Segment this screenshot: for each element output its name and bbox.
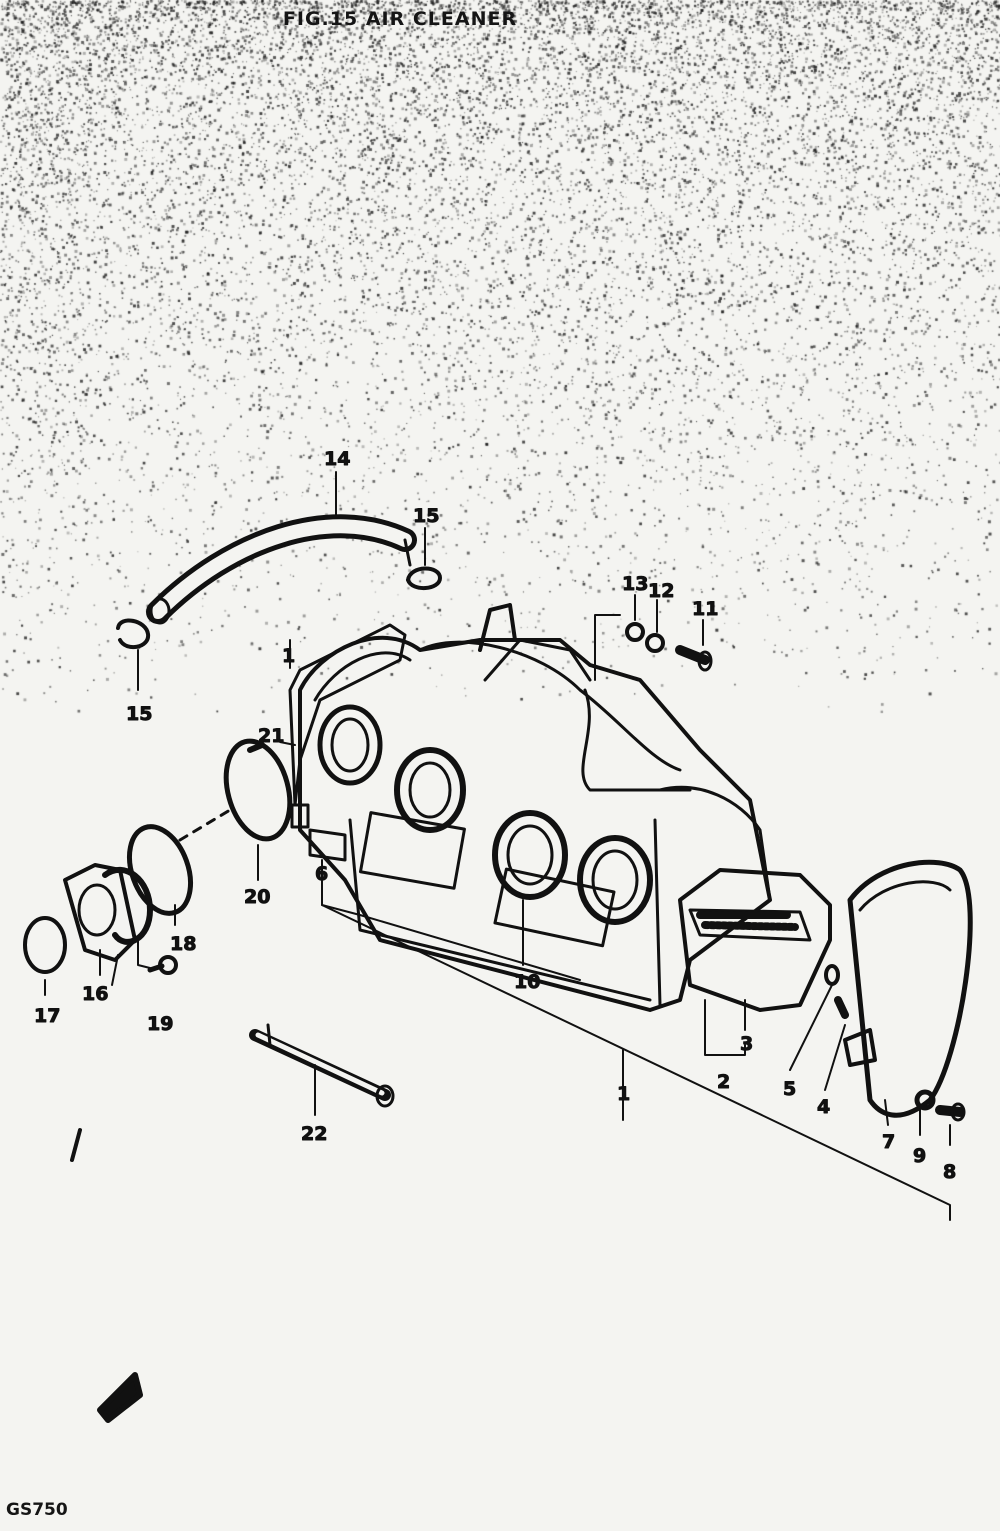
- callout-1-lower: 1: [617, 1083, 630, 1105]
- callout-1-upper: 1: [282, 645, 295, 667]
- callout-labels: 14 15 15 13 12 11 1 21 20 6 18 16 17 19 …: [34, 448, 957, 1184]
- callout-13: 13: [622, 573, 648, 595]
- screw-19: [147, 955, 178, 975]
- leader-line-21: [279, 741, 296, 746]
- callout-11: 11: [692, 598, 718, 620]
- leader-line-1-assembly: [321, 904, 951, 1221]
- model-label: GS750: [6, 1500, 68, 1520]
- breather-hose: [146, 514, 417, 625]
- leader-line-7: [884, 1099, 889, 1126]
- callout-4: 4: [817, 1096, 830, 1118]
- leader-line-6: [321, 859, 581, 981]
- callout-14: 14: [324, 448, 350, 470]
- leader-line-19: [137, 939, 151, 969]
- cover-cap-7: [843, 859, 973, 1118]
- callout-17: 17: [34, 1005, 60, 1027]
- callout-12: 12: [648, 580, 674, 602]
- carburetor-boots: [317, 704, 653, 925]
- callout-19: 19: [147, 1013, 173, 1035]
- stray-mark: [70, 1128, 82, 1162]
- o-ring-17: [23, 916, 67, 974]
- screw-4: [834, 996, 849, 1019]
- intake-pipe-16: [63, 863, 153, 962]
- callout-5: 5: [783, 1078, 796, 1100]
- callout-3: 3: [740, 1033, 753, 1055]
- bolt-8: [935, 1102, 966, 1122]
- tool-mark: [97, 1372, 143, 1423]
- callout-7: 7: [882, 1131, 895, 1153]
- figure-title: FIG.15 AIR CLEANER: [282, 8, 518, 30]
- hose-clip-left: [116, 618, 150, 650]
- leader-line-2: [704, 999, 746, 1056]
- leader-line-16b: [111, 954, 119, 986]
- washer-9: [914, 1089, 936, 1111]
- clamp-20: [223, 738, 293, 842]
- callout-2: 2: [717, 1071, 730, 1093]
- leader-line-4: [824, 1024, 846, 1091]
- leader-line-5: [789, 984, 833, 1071]
- callout-22: 22: [301, 1123, 327, 1145]
- callout-15-left: 15: [126, 703, 152, 725]
- seal-5: [824, 964, 840, 986]
- dash-line: [178, 808, 232, 842]
- filter-element: [678, 868, 832, 1012]
- callout-18: 18: [170, 933, 196, 955]
- callout-10: 10: [514, 971, 540, 993]
- strap-22: [249, 1023, 395, 1108]
- hose-clip-upper: [406, 566, 442, 590]
- callout-15-upper: 15: [413, 505, 439, 527]
- callout-9: 9: [913, 1145, 926, 1167]
- bolt-washer-set: [594, 614, 713, 681]
- callout-20: 20: [244, 886, 270, 908]
- callout-6: 6: [315, 863, 328, 885]
- callout-21: 21: [258, 725, 284, 747]
- callout-16: 16: [82, 983, 108, 1005]
- air-cleaner-case: [288, 603, 772, 1012]
- band-and-grommet: [290, 743, 347, 862]
- callout-8: 8: [943, 1161, 956, 1183]
